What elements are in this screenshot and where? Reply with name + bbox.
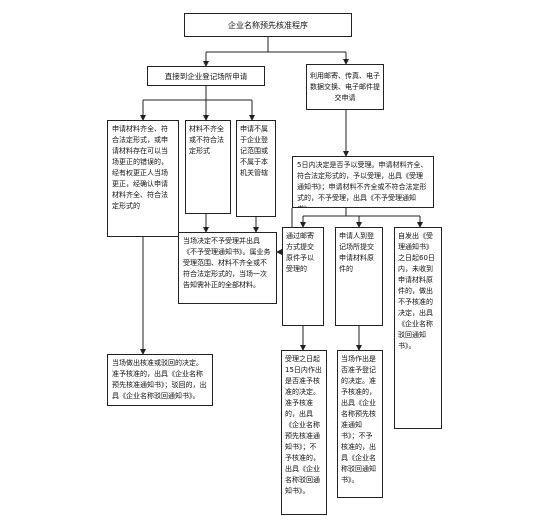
branch-remote-application: 利用邮寄、传真、电子数据交换、电子邮件提交申请 [306,64,384,110]
right-col1-result: 受理之日起15日内作出是否准予核准的决定。准予核准的，出具《企业名称预先核准通知… [281,350,327,515]
right-col-mail-originals: 通过邮寄方式提交原件予以受理的 [282,227,324,326]
branch-direct-application: 直接到企业登记场所申请 [147,66,265,86]
right-col-no-originals-rejection: 自发出《受理通知书》之日起60日内，未收到申请材料原件的，做出不予核准的决定，出… [394,227,442,429]
left-col-materials-complete: 申请材料齐全、符合法定形式，或申请材料存在可以当场更正的错误的，经有权更正人当场… [107,120,179,237]
left-final-decision: 当场做出核准或驳回的决定。准予核准的，出具《企业名称预先核准通知书》；驳回的，出… [107,354,213,406]
left-rejection-decision: 当场决定不予受理并出具《不予受理通知书》。属业务受理范围、材料不齐全或不符合法定… [178,232,277,304]
flowchart-title: 企业名称预先核准程序 [184,13,352,37]
left-col-not-in-scope: 申请不属于企业登记范围或不属于本机关管辖 [236,120,276,217]
right-col2-result: 当场作出是否准予登记的决定。准予核准的，出具《企业名称预先核准通知书》；不予核准… [337,350,383,498]
right-acceptance-decision: 5日内决定是否予以受理。申请材料齐全、符合法定形式的，予以受理，出具《受理通知书… [292,156,434,208]
left-col-materials-incomplete: 材料不齐全或不符合法定形式 [185,120,231,214]
right-col-in-person-originals: 申请人到登记场所提交申请材料原件的 [335,227,383,326]
